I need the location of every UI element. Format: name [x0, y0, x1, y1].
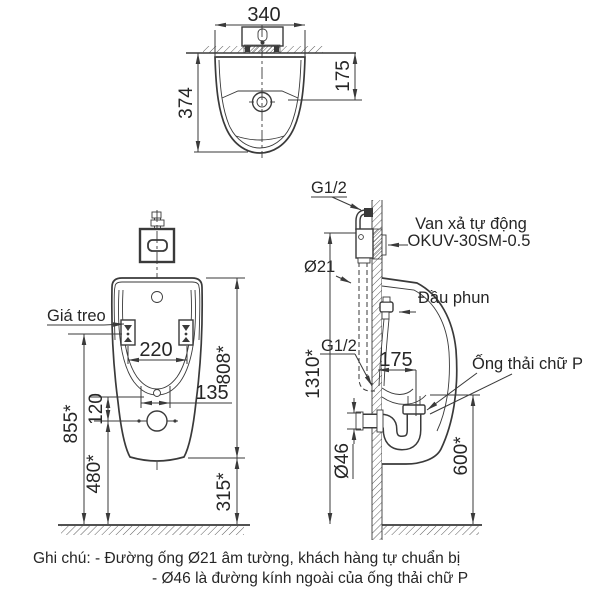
label-bracket: Giá treo [47, 307, 106, 325]
valve-screw [358, 234, 364, 240]
side-sump-line [381, 387, 414, 395]
spray-head-outlet [381, 311, 390, 320]
spray-head-nub [382, 296, 391, 303]
spray-tube [383, 318, 390, 387]
leader-g12-lower [354, 353, 373, 387]
drain-dot-left [137, 419, 141, 423]
side-wall-hatch [372, 200, 382, 540]
dim-120: 120 [86, 393, 107, 425]
dim-808: 808* [214, 345, 235, 385]
sensor-collar [150, 219, 165, 227]
note-line-1: Ghi chú: - Đường ống Ø21 âm tường, khách… [33, 550, 460, 567]
dim-480: 480* [84, 454, 105, 494]
p-trap-pipe-core [362, 412, 420, 450]
trap-wall-collar [376, 409, 384, 433]
top-bowl-curve [235, 135, 285, 141]
leader-p-trap [426, 372, 478, 411]
label-spray-head: Đầu phun [418, 289, 490, 307]
dim-46: Ø46 [332, 443, 353, 479]
bracket-left [120, 319, 136, 346]
label-pipe-dia: Ø21 [304, 258, 335, 276]
sensor-stub [151, 211, 162, 219]
trap-union-nut [402, 404, 426, 415]
dim-340: 340 [247, 4, 280, 26]
notes: Ghi chú: - Đường ống Ø21 âm tường, khách… [33, 550, 468, 587]
supply-pipe-dashed [366, 262, 375, 385]
label-valve-model: OKUV-30SM-0.5 [408, 232, 531, 250]
dim-855: 855* [61, 404, 82, 444]
bracket-mark [182, 337, 190, 342]
spray-tube [378, 318, 385, 387]
label-g12-top: G1/2 [311, 179, 347, 197]
dim-175-top: 175 [333, 60, 354, 92]
spray-head [379, 301, 394, 313]
front-body-outline [110, 277, 204, 462]
dim-175-side: 175 [379, 349, 412, 371]
side-view: G1/2 Van xả tự động OKUV-30SM-0.5 Ø21 Đầ… [303, 179, 583, 540]
front-rim-inner [113, 281, 201, 341]
trap-end-cap [355, 411, 364, 431]
dim-1310: 1310* [303, 349, 324, 399]
side-sump-line [381, 394, 427, 405]
bracket-body [178, 319, 194, 346]
top-body-rim [218, 59, 302, 149]
top-spud [257, 28, 268, 42]
side-body-outline [381, 277, 458, 465]
dim-374: 374 [176, 87, 197, 119]
top-spud-tip [260, 40, 265, 45]
bracket-right [178, 319, 194, 346]
valve-inlet-fitting [364, 208, 373, 217]
top-shelf-line [221, 90, 299, 99]
leader-g12-top [331, 196, 362, 211]
bracket-dot [184, 332, 188, 336]
valve-wall-plate [372, 228, 383, 260]
dim-315: 315* [214, 472, 235, 512]
top-flange-mark-right [274, 46, 279, 52]
leader-p-trap-edge [429, 373, 513, 415]
sensor-window [147, 239, 168, 252]
dim-600: 600* [451, 436, 472, 476]
front-bowl-spud [153, 389, 161, 397]
bracket-mark [124, 325, 132, 331]
valve-body [355, 228, 374, 259]
front-view: Giá treo 220 135 120 480* 855* [47, 210, 250, 535]
label-p-trap: Ống thải chữ P [472, 353, 583, 373]
bracket-mark [182, 325, 190, 331]
valve-back-plate [381, 234, 387, 256]
bracket-dot [126, 332, 130, 336]
bracket-body [120, 319, 136, 346]
side-floor-hatch [383, 526, 479, 535]
dim-135: 135 [195, 382, 228, 404]
label-g12-lower: G1/2 [321, 337, 357, 355]
label-valve-name: Van xả tự động [415, 215, 527, 233]
front-drain [146, 410, 168, 432]
dim-220: 220 [139, 339, 172, 361]
side-bowl-inner [381, 285, 450, 432]
leader-bracket [103, 322, 125, 327]
front-spray-hole [151, 291, 163, 303]
supply-pipe-dashed [358, 262, 375, 392]
top-view: 340 374 175 [176, 4, 362, 158]
note-line-2: - Ø46 là đường kính ngoài của ống thải c… [152, 570, 468, 587]
valve-outlet [357, 257, 371, 264]
leader-pipe-dia [335, 275, 352, 284]
top-flange-mark-left [245, 46, 250, 52]
drain-dot-right [173, 419, 177, 423]
front-floor-hatch [61, 526, 244, 535]
bracket-mark [124, 337, 132, 342]
